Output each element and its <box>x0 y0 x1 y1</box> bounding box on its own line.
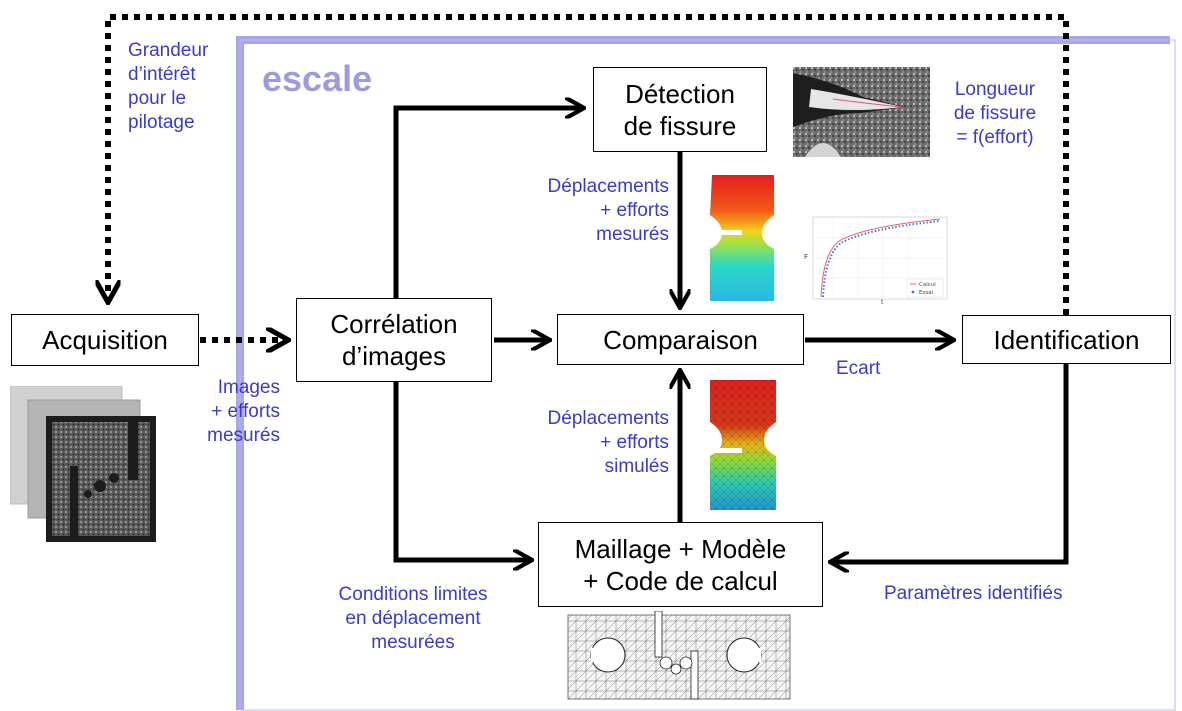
dotted-feedback-loop <box>108 14 1069 315</box>
label-ecart: Ecart <box>836 358 881 379</box>
escale-title: escale <box>262 58 373 99</box>
label-deplacements-simules: Déplacements + efforts simulés <box>547 408 669 477</box>
label-parametres: Paramètres identifiés <box>884 583 1063 604</box>
plot-legend-essai: Essai <box>919 290 934 296</box>
force-curve-plot: F t Calcul Essai <box>804 216 948 305</box>
label-deplacements-mesures: Déplacements + efforts mesurés <box>547 176 669 245</box>
detection-box: Détection de fissure <box>593 67 767 152</box>
correlation-box: Corrélation d’images <box>296 298 492 382</box>
label-longueur: Longueur de fissure = f(effort) <box>953 79 1037 148</box>
crack-image <box>793 67 930 157</box>
acquisition-box: Acquisition <box>11 314 199 366</box>
arrow-to-detection <box>393 108 582 298</box>
arrow-to-maillage <box>393 382 530 560</box>
label-grandeur: Grandeur d’intérêt pour le pilotage <box>128 40 209 133</box>
label-conditions: Conditions limites en déplacement mesuré… <box>338 584 488 653</box>
plot-ylabel: F <box>804 253 808 261</box>
simulated-field-image <box>710 380 776 510</box>
measured-field-image <box>710 175 774 301</box>
plot-xlabel: t <box>881 299 884 305</box>
plot-legend-calcul: Calcul <box>919 282 936 288</box>
label-images: Images + efforts mesurés <box>207 377 280 446</box>
arrow-identification-to-maillage <box>832 364 1069 562</box>
mesh-image <box>567 611 791 700</box>
acquired-images-stack <box>10 386 156 542</box>
escale-frame-inner <box>239 39 1176 711</box>
comparaison-box: Comparaison <box>557 314 804 365</box>
identification-box: Identification <box>962 315 1171 364</box>
maillage-box: Maillage + Modèle + Code de calcul <box>538 522 823 607</box>
